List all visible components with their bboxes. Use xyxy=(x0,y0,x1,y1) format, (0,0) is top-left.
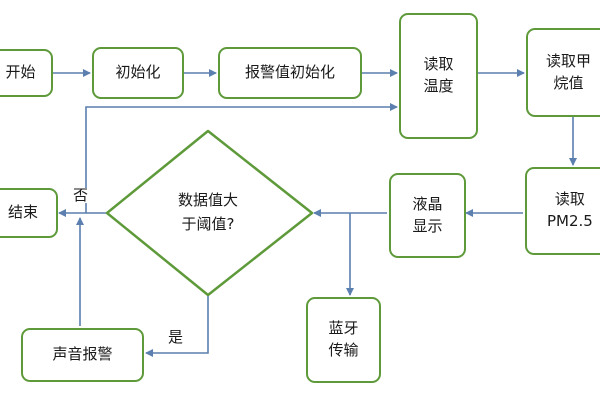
node-alarm-init: 报警值初始化 xyxy=(218,47,362,99)
node-read-pm25-label: 读取 PM2.5 xyxy=(547,190,593,230)
arrow-decision-sound-alarm xyxy=(145,295,209,357)
node-read-temp: 读取 温度 xyxy=(399,13,478,139)
node-sound-alarm-label: 声音报警 xyxy=(52,345,113,364)
node-bluetooth-label: 蓝牙 传输 xyxy=(328,319,359,359)
node-alarm-init-label: 报警值初始化 xyxy=(244,63,335,82)
node-lcd-display: 液晶 显示 xyxy=(389,173,466,258)
node-lcd-display-label: 液晶 显示 xyxy=(412,194,443,235)
label-no: 否 xyxy=(72,186,90,204)
arrow-loop-read-temp xyxy=(85,103,398,213)
node-read-pm25: 读取 PM2.5 xyxy=(525,167,600,255)
node-init: 初始化 xyxy=(92,47,184,99)
label-yes: 是 xyxy=(167,328,185,346)
node-bluetooth: 蓝牙 传输 xyxy=(306,297,381,383)
node-end-label: 结束 xyxy=(7,203,38,222)
node-sound-alarm: 声音报警 xyxy=(21,328,144,382)
decision-diamond xyxy=(105,129,314,297)
node-start-label: 开始 xyxy=(5,63,36,82)
node-end: 结束 xyxy=(0,188,58,238)
node-read-temp-label: 读取 温度 xyxy=(423,55,454,95)
node-read-formaldehyde: 读取甲 烷值 xyxy=(526,28,600,117)
node-init-label: 初始化 xyxy=(115,63,161,82)
node-read-formaldehyde-label: 读取甲 烷值 xyxy=(546,51,592,92)
node-start: 开始 xyxy=(0,49,53,97)
